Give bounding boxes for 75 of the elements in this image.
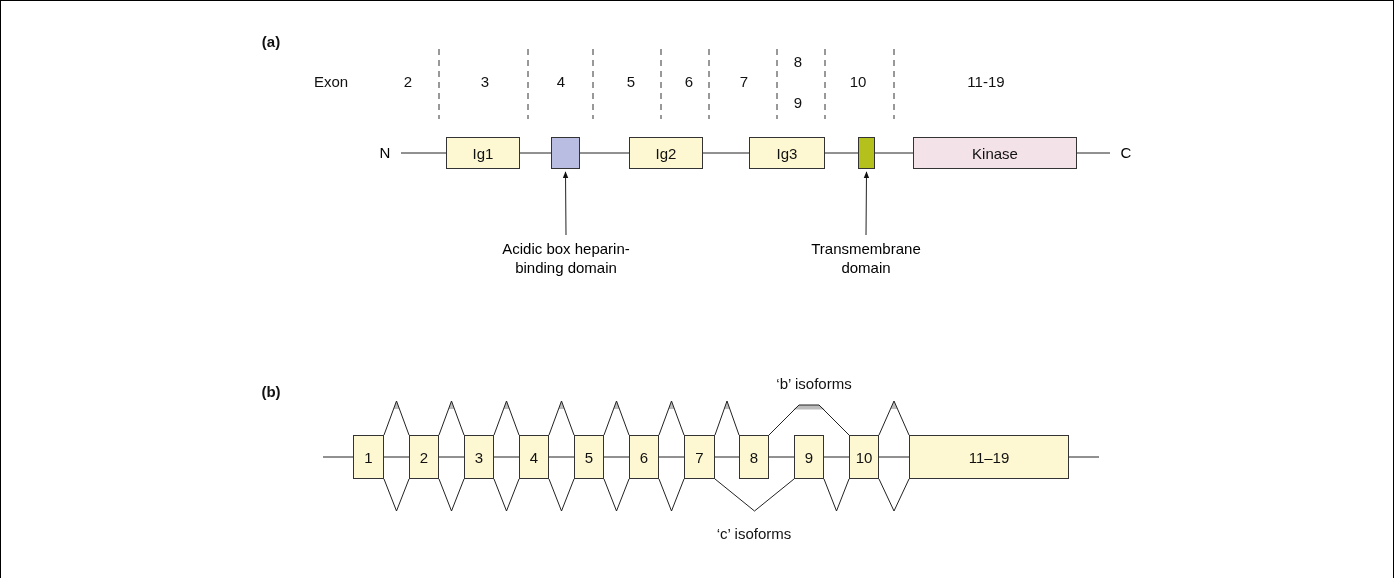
backbone-line — [702, 152, 750, 154]
callout-text: Transmembrane domain — [796, 239, 936, 279]
exon-box: 5 — [574, 435, 604, 479]
backbone-line — [579, 152, 630, 154]
splice-line — [714, 478, 795, 512]
exon-number: 10 — [849, 72, 867, 90]
backbone-line — [322, 456, 354, 458]
exon-box: 1 — [353, 435, 384, 479]
exon-box: 11–19 — [909, 435, 1069, 479]
splice-line — [878, 478, 910, 512]
exon-box: 6 — [629, 435, 659, 479]
exon-box: 2 — [409, 435, 439, 479]
backbone-line — [824, 152, 859, 154]
backbone-line — [714, 456, 740, 458]
exon-box: 8 — [739, 435, 769, 479]
backbone-line — [493, 456, 520, 458]
exon-box: 7 — [684, 435, 715, 479]
exon-number: 5 — [626, 72, 636, 90]
backbone-line — [878, 456, 910, 458]
splice-line — [768, 404, 850, 436]
callout-text: Acidic box heparin-binding domain — [481, 239, 651, 279]
panel-letter: (b) — [261, 382, 281, 400]
backbone-line — [874, 152, 914, 154]
splice-line — [438, 400, 465, 436]
backbone-line — [1076, 152, 1111, 154]
splice-line — [658, 478, 685, 512]
splice-line — [603, 400, 630, 436]
exon-number: 7 — [739, 72, 749, 90]
exon-number: 9 — [793, 93, 803, 111]
backbone-line — [400, 152, 447, 154]
splice-line — [548, 478, 575, 512]
isoform-label: ‘b’ isoforms — [776, 374, 852, 392]
exon-number: 11-19 — [967, 72, 1005, 90]
splice-line — [493, 478, 520, 512]
backbone-line — [603, 456, 630, 458]
exon-number: 2 — [403, 72, 413, 90]
exon-box: 10 — [849, 435, 879, 479]
terminus-label: C — [1116, 143, 1136, 163]
exon-number: 4 — [556, 72, 566, 90]
domain-box: Ig2 — [629, 137, 703, 169]
domain-box: Kinase — [913, 137, 1077, 169]
splice-line — [878, 400, 910, 436]
terminus-label: N — [375, 143, 395, 163]
backbone-line — [383, 456, 410, 458]
domain-box: Ig1 — [446, 137, 520, 169]
backbone-line — [548, 456, 575, 458]
exon-number: 3 — [480, 72, 490, 90]
splice-line — [383, 400, 410, 436]
splice-line — [714, 400, 740, 436]
exon-number: 8 — [793, 52, 803, 70]
splice-line — [438, 478, 465, 512]
row-heading: Exon — [313, 72, 349, 90]
splice-line — [823, 478, 850, 512]
splice-line — [658, 400, 685, 436]
splice-line — [548, 400, 575, 436]
domain-box — [551, 137, 580, 169]
exon-box: 4 — [519, 435, 549, 479]
backbone-line — [438, 456, 465, 458]
domain-box: Ig3 — [749, 137, 825, 169]
backbone-line — [1068, 456, 1100, 458]
leader-arrow — [562, 171, 569, 236]
splice-line — [603, 478, 630, 512]
exon-number: 6 — [684, 72, 694, 90]
domain-box — [858, 137, 875, 169]
splice-line — [383, 478, 410, 512]
leader-arrow — [863, 171, 870, 236]
splice-line — [493, 400, 520, 436]
backbone-line — [768, 456, 795, 458]
backbone-line — [823, 456, 850, 458]
isoform-label: ‘c’ isoforms — [716, 524, 792, 542]
backbone-line — [658, 456, 685, 458]
exon-box: 9 — [794, 435, 824, 479]
exon-box: 3 — [464, 435, 494, 479]
panel-letter: (a) — [261, 32, 281, 50]
backbone-line — [519, 152, 552, 154]
